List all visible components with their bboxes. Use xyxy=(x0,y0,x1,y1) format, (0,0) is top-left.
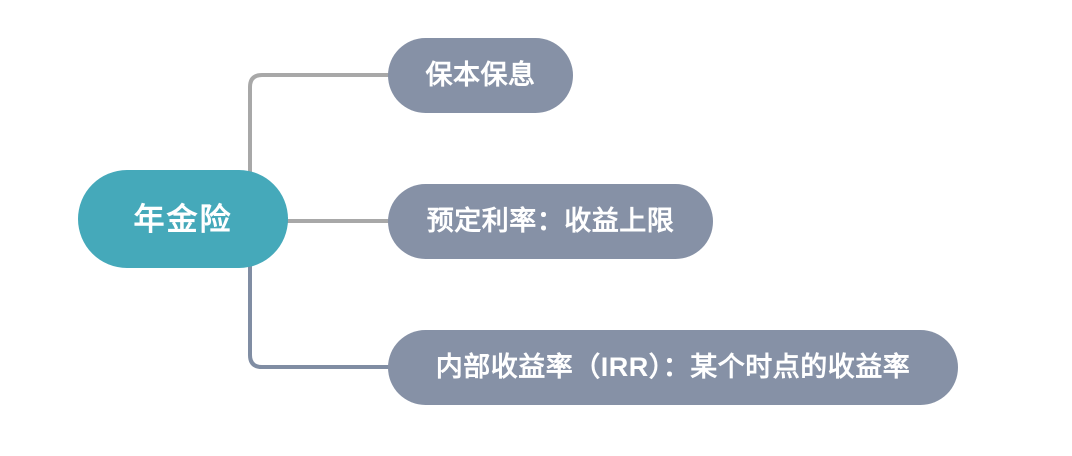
branch-node-1[interactable]: 保本保息 xyxy=(388,38,573,113)
branch-node-1-label: 保本保息 xyxy=(425,60,536,90)
branch-node-2-label: 预定利率：收益上限 xyxy=(426,206,675,236)
branch-node-3[interactable]: 内部收益率（IRR）：某个时点的收益率 xyxy=(388,330,958,405)
root-node[interactable]: 年金险 xyxy=(78,170,288,268)
branch-node-3-label: 内部收益率（IRR）：某个时点的收益率 xyxy=(435,352,911,382)
branch-node-2[interactable]: 预定利率：收益上限 xyxy=(388,184,713,259)
root-node-label: 年金险 xyxy=(133,201,233,237)
